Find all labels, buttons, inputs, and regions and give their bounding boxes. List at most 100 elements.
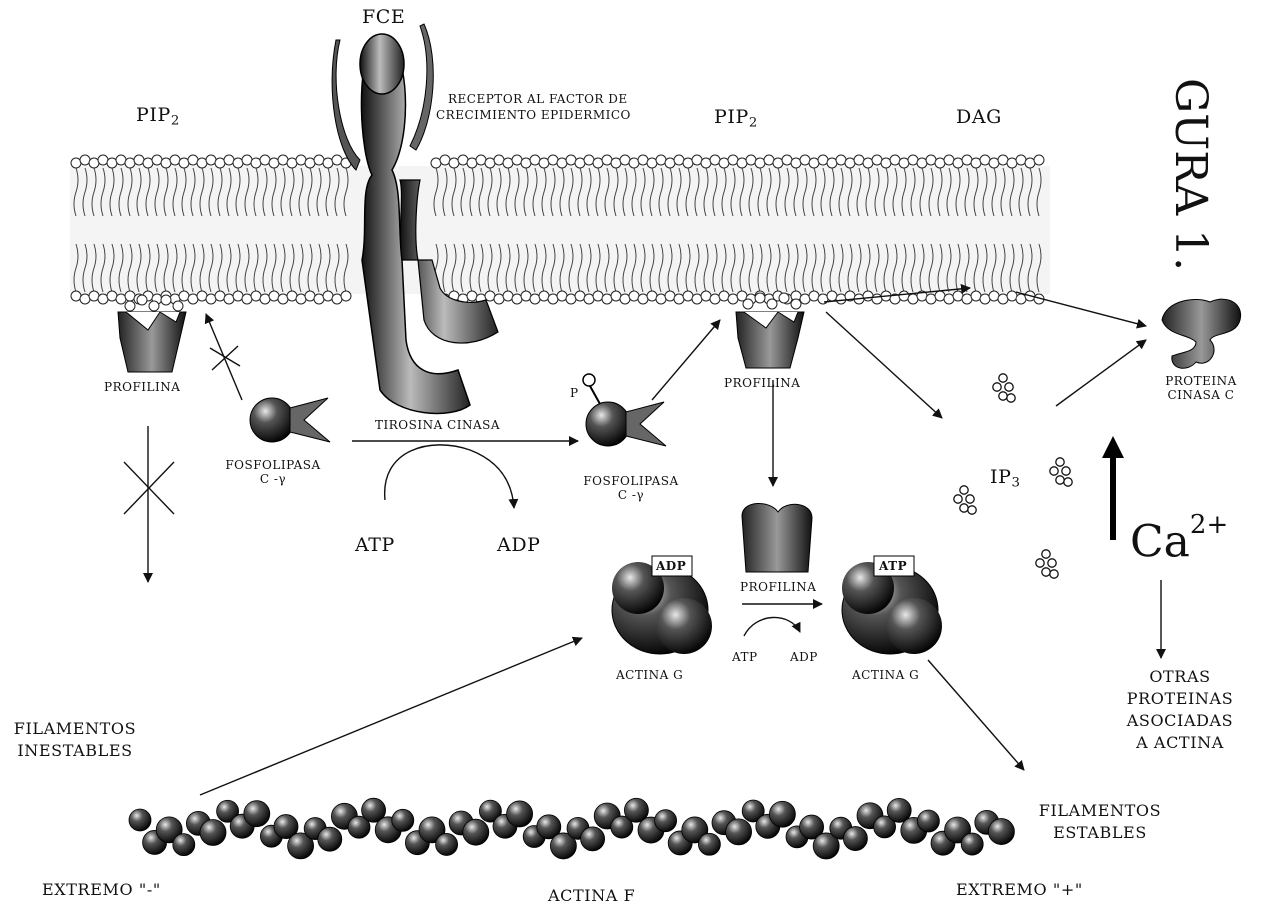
lipid-head-top — [1034, 155, 1044, 165]
ip3-molecule-icon — [1050, 458, 1072, 486]
lipid-head-top — [737, 158, 747, 168]
lipid-head-bottom — [485, 291, 495, 301]
lipid-head-top — [665, 158, 675, 168]
lipid-head-bottom — [206, 294, 216, 304]
inhibition-cross — [210, 348, 240, 366]
lipid-head-top — [98, 155, 108, 165]
lipid-head-bottom — [341, 291, 351, 301]
lipid-head-bottom — [530, 294, 540, 304]
lipid-head-bottom — [935, 291, 945, 301]
reaction-arrows — [124, 288, 1161, 795]
arrow-dag-to-pkc — [1016, 292, 1146, 326]
lipid-head-bottom — [602, 294, 612, 304]
lipid-head-bottom — [818, 294, 828, 304]
lipid-head-top — [125, 158, 135, 168]
lipid-head-top — [269, 158, 279, 168]
lipid-head-top — [611, 158, 621, 168]
figure-title: GURA 1. — [1165, 78, 1216, 208]
actin-subunit — [698, 833, 720, 855]
lipid-head-top — [962, 155, 972, 165]
lipid-head-top — [539, 158, 549, 168]
lipid-head-bottom — [323, 291, 333, 301]
lipid-head-bottom — [296, 294, 306, 304]
lipid-head-bottom — [503, 291, 513, 301]
lipid-head-bottom — [647, 291, 657, 301]
lipid-head-top — [647, 158, 657, 168]
lipid-head-top — [863, 158, 873, 168]
lipid-head-bottom — [800, 294, 810, 304]
lipid-head-top — [683, 158, 693, 168]
filamentos-inestables-label: FILAMENTOSINESTABLES — [2, 718, 148, 762]
lipid-head-bottom — [98, 294, 108, 304]
lipid-head-top — [935, 158, 945, 168]
profilina-left-shape — [118, 312, 186, 372]
arrow-inestables-to-actin-g — [200, 638, 582, 795]
lipid-head-top — [872, 155, 882, 165]
lipid-head-top — [251, 158, 261, 168]
lipid-head-top — [755, 158, 765, 168]
extremo-minus-label: EXTREMO "-" — [42, 880, 161, 899]
lipid-head-top — [638, 155, 648, 165]
lipid-head-bottom — [80, 294, 90, 304]
lipid-head-top — [890, 155, 900, 165]
lipid-head-top — [485, 158, 495, 168]
lipid-head-top — [197, 158, 207, 168]
lipid-head-top — [953, 158, 963, 168]
pip2-head — [125, 301, 135, 311]
lipid-head-bottom — [584, 294, 594, 304]
lipid-head-bottom — [89, 291, 99, 301]
pip2-head — [137, 295, 147, 305]
lipid-head-top — [134, 155, 144, 165]
lipid-head-top — [305, 158, 315, 168]
lipid-head-bottom — [701, 291, 711, 301]
lipid-head-bottom — [557, 291, 567, 301]
atp-badge-label: ATP — [879, 559, 907, 573]
actina-f-label: ACTINA F — [548, 886, 635, 905]
pip2-head — [161, 295, 171, 305]
pip2-head — [743, 299, 753, 309]
profilina-actin-label: PROFILINA — [740, 580, 816, 594]
ip3-molecule-icon — [993, 374, 1015, 402]
lipid-head-top — [476, 155, 486, 165]
lipid-head-top — [701, 158, 711, 168]
lipid-head-bottom — [638, 294, 648, 304]
lipid-head-bottom — [512, 294, 522, 304]
lipid-head-top — [827, 158, 837, 168]
actin-subunit — [769, 801, 795, 827]
lipid-head-top — [881, 158, 891, 168]
receptor-label-line2: CRECIMIENTO EPIDERMICO — [436, 108, 631, 122]
lipid-head-top — [521, 158, 531, 168]
lipid-head-top — [998, 155, 1008, 165]
actin-subunit — [988, 819, 1014, 845]
lipid-head-bottom — [827, 291, 837, 301]
lipid-head-bottom — [125, 291, 135, 301]
lipid-head-bottom — [674, 294, 684, 304]
filamentos-estables-label: FILAMENTOSESTABLES — [1030, 800, 1170, 844]
lipid-head-top — [449, 158, 459, 168]
lipid-head-top — [179, 158, 189, 168]
lipid-head-top — [494, 155, 504, 165]
lipid-head-top — [782, 155, 792, 165]
lipid-head-top — [692, 155, 702, 165]
arrow-ip3-to-pkc — [1056, 340, 1146, 406]
lipid-head-top — [791, 158, 801, 168]
lipid-head-bottom — [287, 291, 297, 301]
lipid-head-bottom — [971, 291, 981, 301]
pip2-head — [755, 293, 765, 303]
lipid-head-top — [944, 155, 954, 165]
lipid-head-bottom — [593, 291, 603, 301]
lipid-head-bottom — [197, 291, 207, 301]
profilina-actin-shape — [742, 503, 812, 572]
phosphate-label: P — [570, 386, 579, 400]
lipid-head-top — [296, 155, 306, 165]
ip3-molecule-icon — [954, 486, 976, 514]
lipid-head-bottom — [314, 294, 324, 304]
actin-subunit — [581, 827, 605, 851]
actina-f-filament — [129, 798, 1014, 859]
lipid-head-top — [629, 158, 639, 168]
lipid-head-bottom — [719, 291, 729, 301]
lipid-head-top — [557, 158, 567, 168]
otras-proteinas-label: OTRASPROTEINASASOCIADASA ACTINA — [1118, 666, 1242, 754]
